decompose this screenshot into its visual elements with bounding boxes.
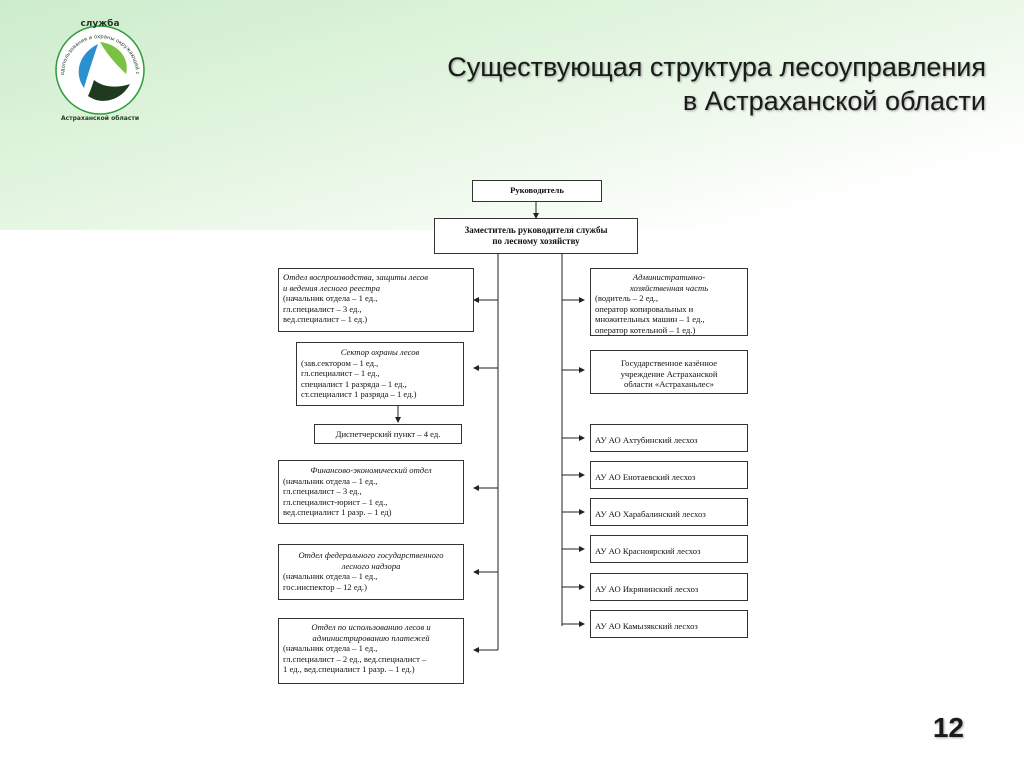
node-text: Отдел федерального государственного (298, 550, 444, 560)
node-text: гл.специалист – 3 ед., (283, 486, 362, 496)
node-text: Сектор охраны лесов (340, 347, 420, 357)
node-left-forest-supervision-dept: Отдел федерального государственного лесн… (278, 544, 464, 600)
page-title: Существующая структура лесоуправления в … (386, 50, 986, 118)
node-text: гл.специалист-юрист – 1 ед., (283, 496, 388, 507)
node-text: Отдел воспроизводства, защиты лесов (283, 272, 428, 282)
node-text: АУ АО Икрянинский лесхоз (595, 584, 699, 594)
node-right-ikryaninsky-leskhoz: АУ АО Икрянинский лесхоз (590, 573, 748, 601)
node-text: Административно- (632, 272, 706, 282)
node-text: (зав.сектором – 1 ед., (301, 357, 379, 368)
title-line-1: Существующая структура лесоуправления (447, 52, 986, 82)
org-chart: Руководитель Заместитель руководителя сл… (268, 178, 770, 688)
node-text: вед.специалист – 1 ед.) (283, 314, 368, 324)
node-right-admin-unit: Административно- хозяйственная часть (во… (590, 268, 748, 336)
node-deputy-line2: по лесному хозяйству (492, 235, 580, 246)
node-text: 1 ед., вед.специалист 1 разр. – 1 ед.) (283, 664, 415, 674)
node-right-enotaevsky-leskhoz: АУ АО Енотаевский лесхоз (590, 461, 748, 489)
node-left-dispatch-point: Диспетчерский пункт – 4 ед. (314, 424, 462, 444)
node-text: АУ АО Красноярский лесхоз (595, 546, 701, 556)
node-text: гл.специалист – 3 ед., (283, 303, 362, 314)
node-deputy-line1: Заместитель руководителя службы (464, 225, 608, 235)
node-text: (начальник отдела – 1 ед., (283, 643, 378, 653)
node-text: АУ АО Ахтубинский лесхоз (595, 435, 698, 445)
node-text: гл.специалист – 2 ед., вед.специалист – (283, 653, 427, 664)
node-right-kamyzyaksky-leskhoz: АУ АО Камызякский лесхоз (590, 610, 748, 638)
node-text: АУ АО Харабалинский лесхоз (595, 509, 706, 519)
node-text: Отдел по использованию лесов и (311, 622, 431, 632)
node-text: гл.специалист – 1 ед., (301, 368, 380, 378)
node-text: администрированию платежей (312, 632, 430, 643)
node-left-forest-use-dept: Отдел по использованию лесов и администр… (278, 618, 464, 684)
node-text: области «Астраханьлес» (624, 379, 714, 389)
node-text: АУ АО Камызякский лесхоз (595, 621, 698, 631)
node-text: (начальник отдела – 1 ед., (283, 571, 378, 581)
node-text: специалист 1 разряда – 1 ед., (301, 378, 407, 389)
node-text: оператор копировальных и (595, 303, 694, 314)
node-left-reforestation-dept: Отдел воспроизводства, защиты лесов и ве… (278, 268, 474, 332)
node-text: хозяйственная часть (629, 282, 709, 293)
title-line-2: в Астраханской области (682, 86, 986, 116)
node-text: (водитель – 2 ед., (595, 293, 659, 303)
node-text: и ведения лесного реестра (283, 282, 381, 293)
node-left-finance-dept: Финансово-экономический отдел (начальник… (278, 460, 464, 524)
node-text: оператор котельной – 1 ед.) (595, 324, 696, 335)
node-text: (начальник отдела – 1 ед., (283, 293, 378, 303)
node-text: АУ АО Енотаевский лесхоз (595, 472, 696, 482)
node-head: Руководитель (472, 180, 602, 202)
agency-logo: служба природопользования и охраны окруж… (48, 14, 152, 122)
node-text: гос.инспектор – 12 ед.) (283, 581, 367, 592)
node-text: учреждение Астраханской (620, 368, 718, 379)
logo-text-bottom: Астраханской области (61, 115, 139, 122)
org-chart-connectors (395, 202, 585, 653)
node-deputy: Заместитель руководителя службы по лесно… (434, 218, 638, 254)
node-text: множительных машин – 1 ед., (595, 314, 705, 324)
node-left-forest-protection-sector: Сектор охраны лесов (зав.сектором – 1 ед… (296, 342, 464, 406)
node-text: Государственное казённое (620, 358, 718, 368)
node-right-kharabalinsky-leskhoz: АУ АО Харабалинский лесхоз (590, 498, 748, 526)
page-number: 12 (932, 712, 964, 743)
node-text: Диспетчерский пункт – 4 ед. (335, 429, 441, 439)
node-right-astrakhanles: Государственное казённое учреждение Астр… (590, 350, 748, 394)
node-text: ст.специалист 1 разряда – 1 ед.) (301, 389, 417, 399)
node-text: (начальник отдела – 1 ед., (283, 475, 378, 486)
logo-text-top: служба (80, 18, 119, 29)
node-text: Финансово-экономический отдел (310, 465, 432, 475)
node-head-label: Руководитель (510, 185, 564, 195)
node-text: лесного надзора (341, 560, 401, 571)
node-right-akhtubinsky-leskhoz: АУ АО Ахтубинский лесхоз (590, 424, 748, 452)
node-text: вед.специалист 1 разр. – 1 ед) (283, 507, 392, 517)
node-right-krasnoyarsky-leskhoz: АУ АО Красноярский лесхоз (590, 535, 748, 563)
